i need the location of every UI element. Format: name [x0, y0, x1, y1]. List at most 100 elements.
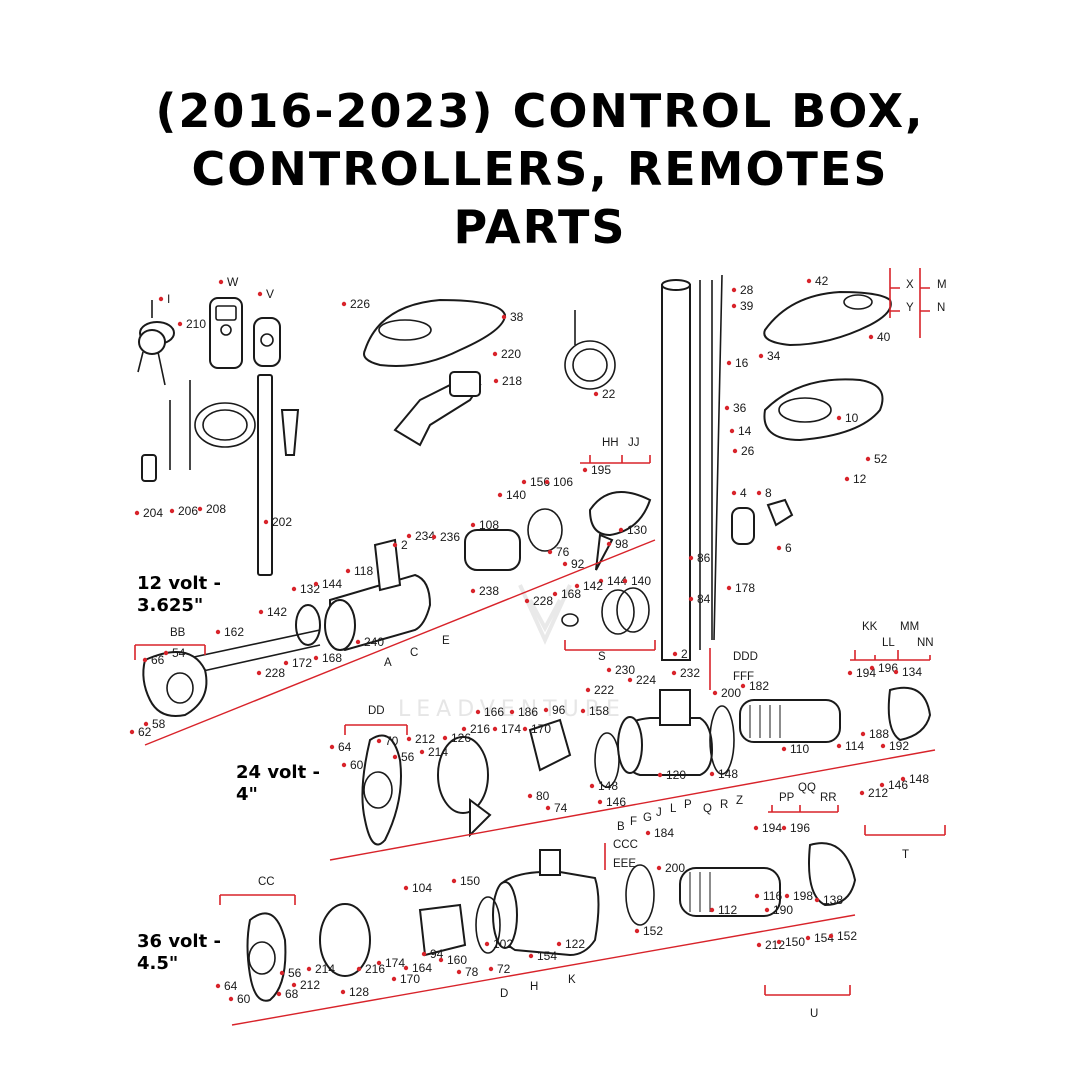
group-label-S: S [598, 651, 606, 663]
callout-number: 236 [440, 530, 460, 544]
callout-104: 104 [403, 881, 432, 895]
callout-36: 36 [724, 401, 747, 415]
motor-12v [179, 491, 652, 676]
callout-number: 195 [591, 463, 611, 477]
callout-234: 234 [406, 529, 435, 543]
callout-leader-dot [836, 415, 842, 421]
callout-leader-dot [527, 793, 533, 799]
callout-number: 182 [749, 679, 769, 693]
callout-number: 96 [552, 703, 566, 717]
callout-156: 156 [521, 475, 550, 489]
handheld-remote-w [209, 297, 243, 369]
callout-number: 214 [428, 745, 448, 759]
callout-leader-dot [419, 749, 425, 755]
callout-number: 232 [680, 666, 700, 680]
callout-number: 60 [237, 992, 251, 1006]
callout-leader-dot [215, 983, 221, 989]
callout-leader-dot [345, 568, 351, 574]
callout-202: 202 [263, 515, 292, 529]
callout-164: 164 [403, 961, 432, 975]
callout-leader-dot [764, 907, 770, 913]
callout-number: 218 [502, 374, 522, 388]
group-label-CCC: CCC [613, 839, 638, 851]
callout-leader-dot [547, 549, 553, 555]
callout-218: 218 [493, 374, 522, 388]
callout-number: 150 [785, 935, 805, 949]
callout-leader-dot [776, 939, 782, 945]
callout-number: 66 [151, 653, 165, 667]
callout-number: 162 [224, 625, 244, 639]
cover-38 [363, 298, 507, 367]
callout-number: 38 [510, 310, 524, 324]
callout-number: 94 [430, 947, 444, 961]
callout-number: 130 [627, 523, 647, 537]
callout-228: 228 [524, 594, 553, 608]
callout-leader-dot [497, 492, 503, 498]
callout-number: 206 [178, 504, 198, 518]
callout-number: 144 [322, 577, 342, 591]
callout-leader-dot [356, 966, 362, 972]
callout-226: 226 [341, 297, 370, 311]
callout-230: 230 [606, 663, 635, 677]
callout-188: 188 [860, 727, 889, 741]
callout-170: 170 [391, 972, 420, 986]
callout-14: 14 [729, 424, 752, 438]
callout-leader-dot [256, 670, 262, 676]
callout-number: 196 [790, 821, 810, 835]
callout-number: 4 [740, 486, 747, 500]
callout-leader-dot [509, 709, 515, 715]
callout-2: 2 [392, 538, 408, 552]
remote-puck-210 [137, 300, 175, 386]
group-label-C: C [410, 647, 418, 659]
callout-56: 56 [392, 750, 415, 764]
callout-182: 182 [740, 679, 769, 693]
callout-number: 146 [888, 778, 908, 792]
callout-number: 172 [292, 656, 312, 670]
callout-84: 84 [688, 592, 711, 606]
callout-number: 108 [479, 518, 499, 532]
group-label-DD: DD [368, 705, 385, 717]
shaft-202 [257, 374, 300, 576]
group-label-M: M [937, 279, 947, 291]
callout-130: 130 [618, 523, 647, 537]
callout-leader-dot [218, 279, 224, 285]
callout-140: 140 [622, 574, 651, 588]
callout-leader-dot [806, 278, 812, 284]
callout-160: 160 [438, 953, 467, 967]
remote-v [253, 317, 281, 367]
callout-number: 228 [265, 666, 285, 680]
title-line-3: PARTS [453, 200, 627, 254]
callout-leader-dot [340, 989, 346, 995]
callout-96: 96 [543, 703, 566, 717]
group-label-D: D [500, 988, 508, 1000]
callout-number: 216 [365, 962, 385, 976]
callout-92: 92 [562, 557, 585, 571]
title-line-1: (2016-2023) CONTROL BOX, [155, 84, 925, 138]
callout-152: 152 [634, 924, 663, 938]
group-label-Y: Y [906, 302, 914, 314]
callout-70: 70 [376, 734, 399, 748]
callout-leader-dot [574, 583, 580, 589]
callout-number: 220 [501, 347, 521, 361]
callout-number: 64 [224, 979, 238, 993]
callout-number: 118 [354, 564, 373, 578]
callout-number: 58 [152, 717, 166, 731]
callout-number: 160 [447, 953, 467, 967]
callout-112: 112 [709, 903, 737, 917]
control-head-base-10 [763, 378, 884, 442]
callout-number: 146 [606, 795, 626, 809]
callout-196: 196 [781, 821, 810, 835]
callout-number: 56 [288, 966, 302, 980]
callout-166: 166 [475, 705, 504, 719]
callout-158: 158 [580, 704, 609, 718]
callout-number: 158 [589, 704, 609, 718]
callout-leader-dot [403, 965, 409, 971]
callout-number: 204 [143, 506, 163, 520]
callout-number: W [227, 275, 239, 289]
callout-leader-dot [461, 726, 467, 732]
propeller-12v [142, 651, 208, 717]
callout-leader-dot [392, 754, 398, 760]
coil-4-clamp-8 [731, 498, 794, 545]
group-label-L: L [670, 803, 677, 815]
